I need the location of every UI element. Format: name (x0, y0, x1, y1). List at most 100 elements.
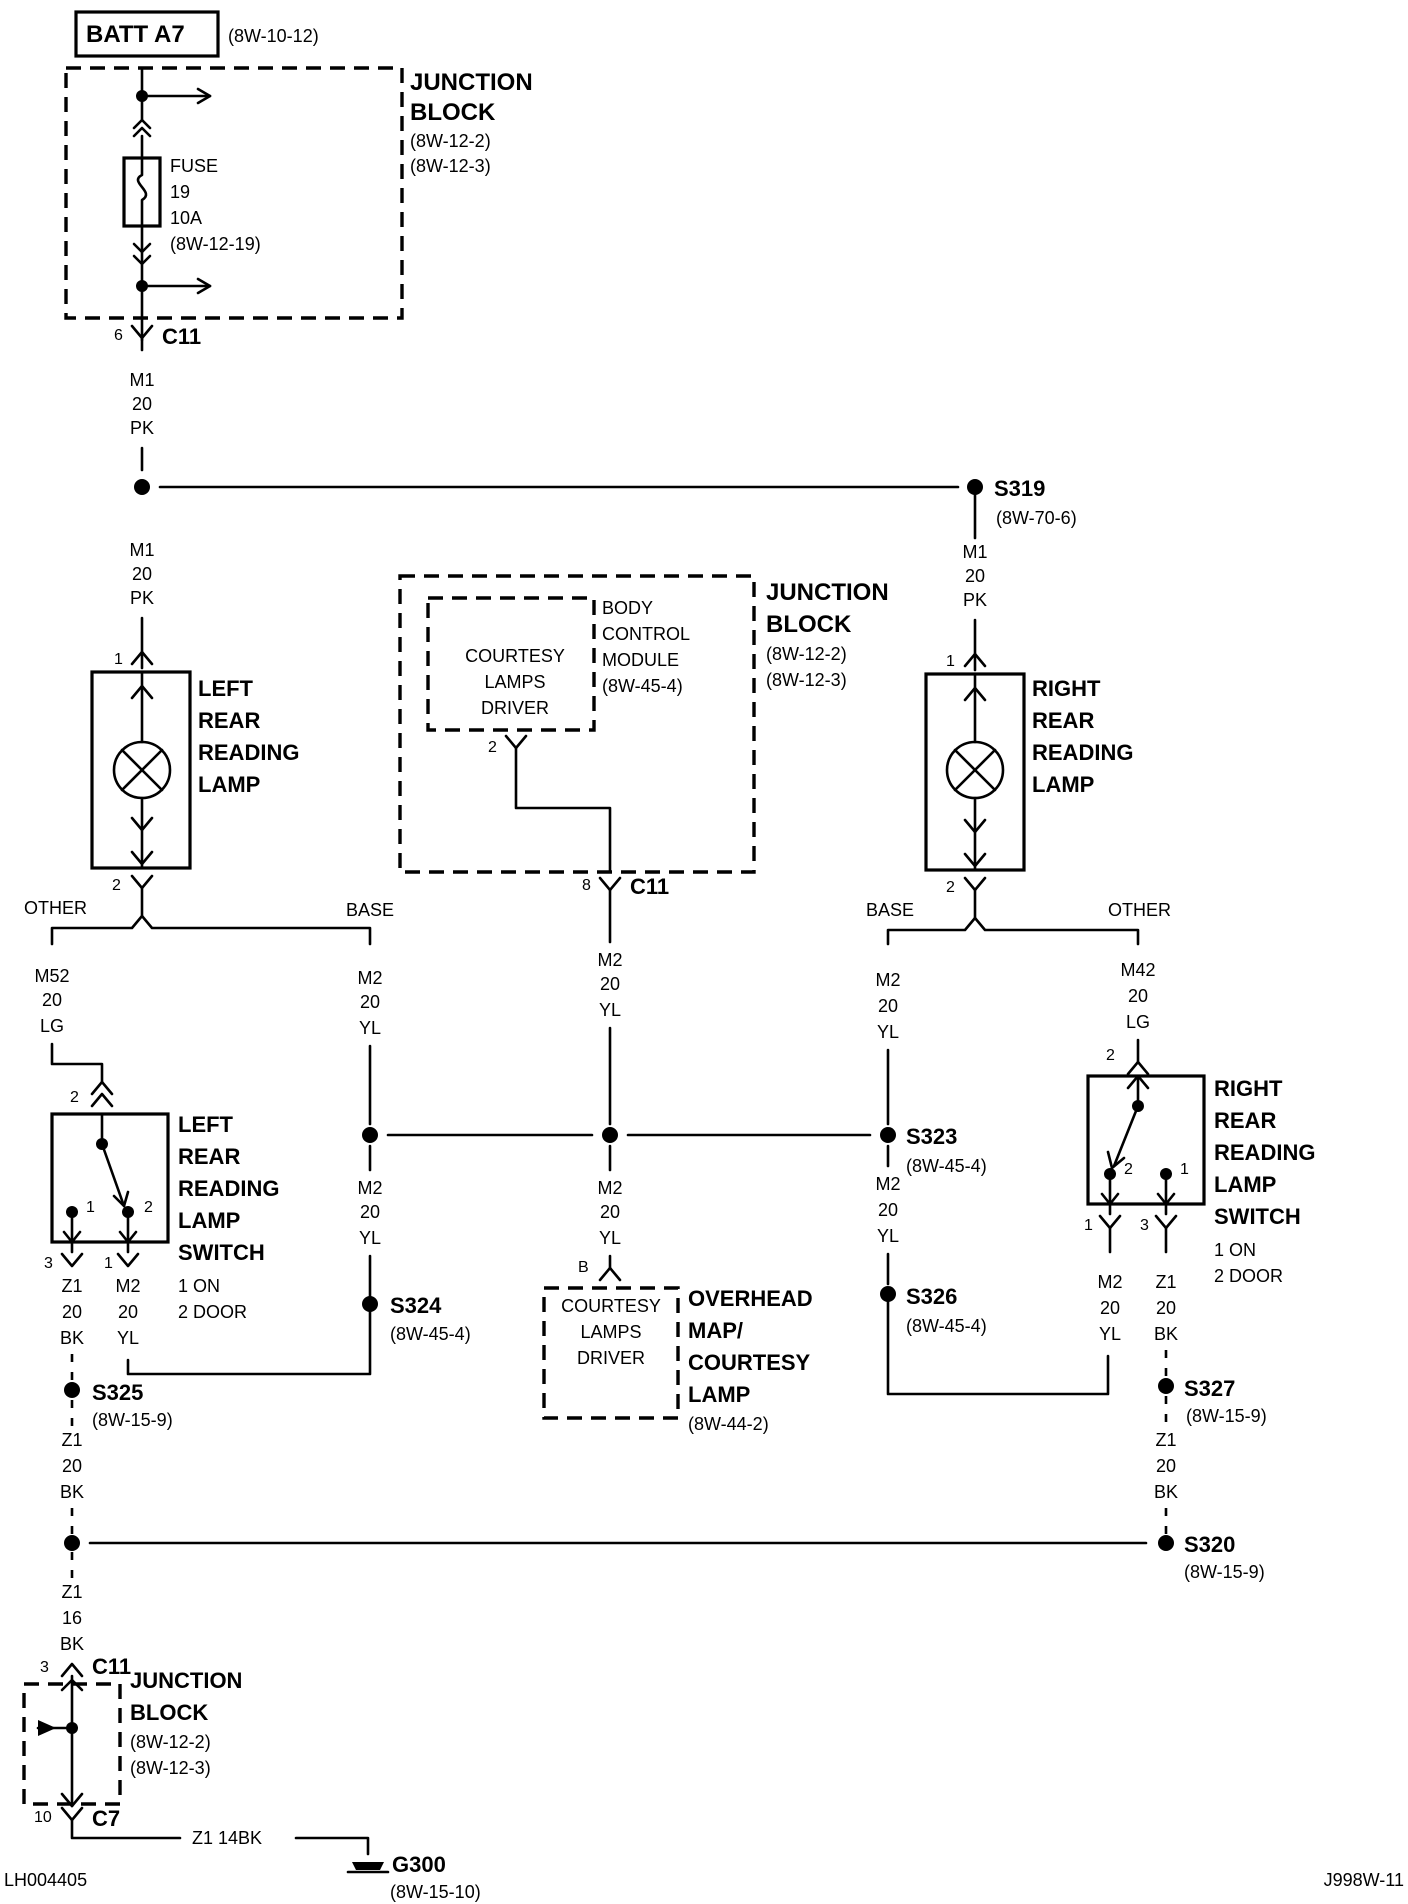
splice-s319-dot (967, 479, 983, 495)
junction-block-mid-ref1: (8W-12-2) (766, 644, 847, 664)
c11-label-mid: C11 (630, 874, 669, 899)
courtesy-driver-box-bottom (542, 1286, 680, 1420)
switch-contact-1: 1 (1180, 1161, 1189, 1178)
wire-code: M1 (962, 542, 987, 562)
pin-1: 1 (114, 651, 123, 668)
bcm-line3: MODULE (602, 650, 679, 670)
wire-color: PK (963, 590, 987, 610)
fuse-ref: (8W-12-19) (170, 234, 261, 254)
bcm-line2: CONTROL (602, 624, 690, 644)
courtesy-driver-box-top (426, 596, 596, 732)
wire-code: M2 (875, 970, 900, 990)
junction-block-top-ref2: (8W-12-3) (410, 156, 491, 176)
left-switch-line5: SWITCH (178, 1240, 265, 1265)
option-other-left: OTHER (24, 898, 87, 918)
switch-contact-2: 2 (144, 1199, 153, 1216)
wire-code: M1 (129, 540, 154, 560)
c11-label-bottom: C11 (92, 1654, 131, 1679)
switch-contact-1: 1 (86, 1199, 95, 1216)
option-base-left: BASE (346, 900, 394, 920)
s320-ref: (8W-15-9) (1184, 1562, 1265, 1582)
left-lamp-line2: REAR (198, 708, 260, 733)
overhead-map-courtesy-lamp: COURTESY LAMPS DRIVER OVERHEAD MAP/ COUR… (542, 1286, 813, 1434)
connector-c11-pin6: 6 C11 (114, 324, 201, 352)
wire-code: Z1 (61, 1430, 82, 1450)
junction-block-mid-outline (398, 574, 756, 874)
wire-gauge: 20 (1100, 1298, 1120, 1318)
wire-gauge: 20 (360, 992, 380, 1012)
left-switch-pos2: 2 DOOR (178, 1302, 247, 1322)
right-rear-reading-lamp: 1 RIGHT REAR READING LAMP 2 (924, 652, 1133, 920)
splice-s326-dot (880, 1286, 896, 1302)
left-rear-reading-lamp-switch: 2 1 2 LEFT REAR READING LAMP SWITCH 1 ON… (44, 1080, 279, 1348)
right-lamp-line1: RIGHT (1032, 676, 1101, 701)
wire-z1-14bk: Z1 14BK (192, 1828, 262, 1848)
pin-10: 10 (34, 1809, 52, 1826)
fuse-number: 19 (170, 182, 190, 202)
s319-ref: (8W-70-6) (996, 508, 1077, 528)
overhead-line2: MAP/ (688, 1318, 743, 1343)
wire-code: M2 (1097, 1272, 1122, 1292)
wire-color: BK (1154, 1482, 1178, 1502)
wire-gauge: 20 (62, 1302, 82, 1322)
right-lamp-line3: READING (1032, 740, 1133, 765)
courtesy-driver-line2: LAMPS (484, 672, 545, 692)
wire-color: YL (359, 1228, 381, 1248)
batt-a7-label: BATT A7 (86, 21, 185, 48)
right-lamp-line2: REAR (1032, 708, 1094, 733)
s327-label: S327 (1184, 1376, 1235, 1401)
right-lamp-line4: LAMP (1032, 772, 1094, 797)
s324-ref: (8W-45-4) (390, 1324, 471, 1344)
s323-ref: (8W-45-4) (906, 1156, 987, 1176)
left-ground-run: S325 (8W-15-9) Z1 20 BK S320 (8W-15-9) Z… (60, 1354, 1265, 1654)
option-other-right: OTHER (1108, 900, 1171, 920)
right-switch-pos1: 1 ON (1214, 1240, 1256, 1260)
battery-source: BATT A7 (8W-10-12) (74, 10, 319, 58)
wire-code: M2 (115, 1276, 140, 1296)
wire-gauge: 20 (1156, 1298, 1176, 1318)
pin-3: 3 (1140, 1217, 1149, 1234)
junction-block-mid: COURTESY LAMPS DRIVER BODY CONTROL MODUL… (398, 574, 889, 1126)
left-option-split: OTHER BASE M52 20 LG M2 20 YL (24, 898, 394, 1126)
footer-right-code: J998W-11 (1324, 1870, 1404, 1890)
junction-block-top-ref1: (8W-12-2) (410, 131, 491, 151)
wire-m2-left-lower: M2 20 YL S324 (8W-45-4) (126, 1144, 471, 1376)
overhead-line1: OVERHEAD (688, 1286, 813, 1311)
right-option-split: BASE OTHER M2 20 YL M42 20 LG (866, 900, 1171, 1126)
right-switch-line5: SWITCH (1214, 1204, 1301, 1229)
junction-block-top-title1: JUNCTION (410, 69, 533, 96)
wire-gauge: 20 (878, 1200, 898, 1220)
overhead-line4: LAMP (688, 1382, 750, 1407)
g300-label: G300 (392, 1852, 446, 1877)
left-lamp-line3: READING (198, 740, 299, 765)
left-switch-pos1: 1 ON (178, 1276, 220, 1296)
junction-block-bottom-title2: BLOCK (130, 1700, 208, 1725)
junction-block-bottom-ref1: (8W-12-2) (130, 1732, 211, 1752)
left-switch-line1: LEFT (178, 1112, 234, 1137)
pin-2: 2 (1106, 1047, 1115, 1064)
wire-color: YL (877, 1226, 899, 1246)
s323-label: S323 (906, 1124, 957, 1149)
footer-left-code: LH004405 (4, 1870, 87, 1890)
left-switch-box (50, 1112, 170, 1244)
junction-block-top-outline (64, 66, 404, 320)
switch-contact-2: 2 (1124, 1161, 1133, 1178)
wire-code: M52 (34, 966, 69, 986)
wire-code: M2 (357, 1178, 382, 1198)
s319-label: S319 (994, 476, 1045, 501)
left-lamp-line4: LAMP (198, 772, 260, 797)
s324-label: S324 (390, 1293, 442, 1318)
wire-gauge: 20 (42, 990, 62, 1010)
pin-1: 1 (946, 653, 955, 670)
splice-s327-dot (1158, 1378, 1174, 1394)
wire-color: YL (359, 1018, 381, 1038)
splice-s324-dot (362, 1296, 378, 1312)
junction-block-top-title2: BLOCK (410, 99, 496, 126)
left-lamp-line1: LEFT (198, 676, 254, 701)
pin-3: 3 (40, 1659, 49, 1676)
wire-color: BK (60, 1328, 84, 1348)
s326-label: S326 (906, 1284, 957, 1309)
g300-ref: (8W-15-10) (390, 1882, 481, 1902)
splice-s325-dot (64, 1382, 80, 1398)
